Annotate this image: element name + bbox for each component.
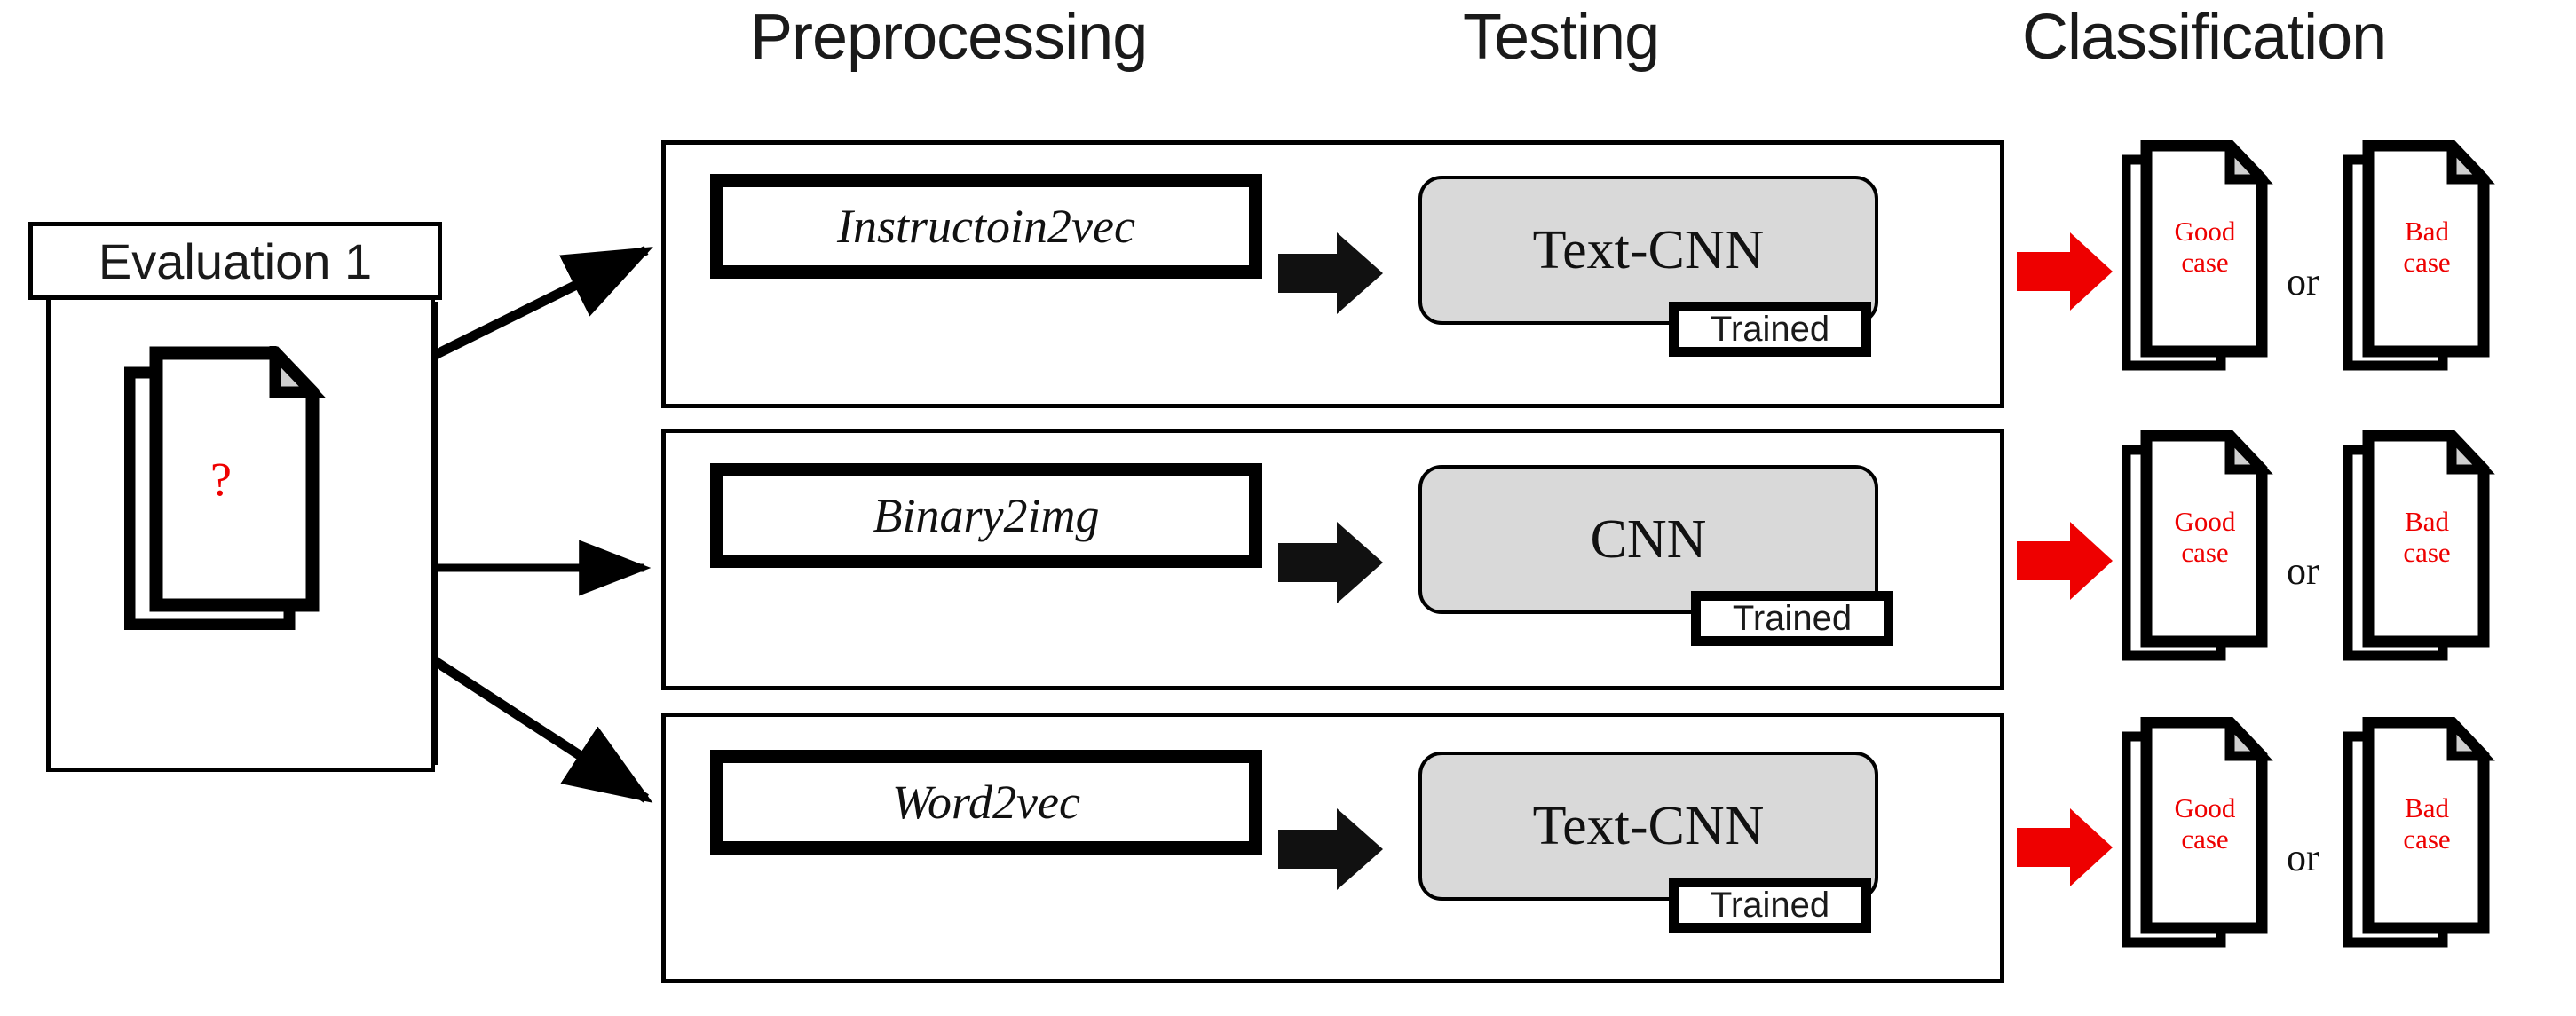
- column-header-preprocessing: Preprocessing: [750, 2, 1148, 73]
- classification-arrow-1: [2017, 232, 2113, 311]
- outcome-separator-1: or: [2287, 260, 2319, 303]
- document-icon: [2343, 430, 2495, 661]
- outcome-bad-document-2: Bad case: [2343, 430, 2496, 663]
- preprocessing-box-2[interactable]: Binary2img: [710, 463, 1262, 568]
- model-box-3[interactable]: Text-CNN: [1418, 752, 1878, 901]
- preprocessing-label-2: Binary2img: [873, 489, 1100, 542]
- document-icon: [2122, 140, 2273, 371]
- document-icon: [2343, 140, 2495, 371]
- document-icon: [2122, 430, 2273, 661]
- trained-badge-3: Trained: [1669, 878, 1871, 933]
- evaluation-label-text: Evaluation 1: [98, 232, 373, 289]
- evaluation-label-box: Evaluation 1: [28, 222, 442, 300]
- model-label-1: Text-CNN: [1532, 219, 1765, 280]
- flow-arrow-3: [1278, 808, 1383, 890]
- document-icon: [2343, 717, 2495, 948]
- column-header-testing: Testing: [1463, 2, 1660, 73]
- model-box-2[interactable]: CNN: [1418, 465, 1878, 614]
- preprocessing-box-3[interactable]: Word2vec: [710, 750, 1262, 855]
- column-header-classification: Classification: [2022, 2, 2387, 73]
- preprocessing-label-1: Instructoin2vec: [837, 200, 1135, 253]
- trained-badge-1: Trained: [1669, 302, 1871, 357]
- outcome-good-document-1: Good case: [2122, 140, 2274, 373]
- trained-badge-label-1: Trained: [1710, 309, 1830, 349]
- outcome-separator-3: or: [2287, 836, 2319, 879]
- model-box-1[interactable]: Text-CNN: [1418, 176, 1878, 325]
- preprocessing-label-3: Word2vec: [892, 776, 1080, 829]
- classification-arrow-3: [2017, 808, 2113, 886]
- preprocessing-box-1[interactable]: Instructoin2vec: [710, 174, 1262, 279]
- trained-badge-label-3: Trained: [1710, 885, 1830, 925]
- outcome-bad-document-3: Bad case: [2343, 717, 2496, 949]
- outcome-good-document-3: Good case: [2122, 717, 2274, 949]
- flow-arrow-1: [1278, 232, 1383, 314]
- trained-badge-label-2: Trained: [1732, 598, 1853, 638]
- trained-badge-2: Trained: [1691, 591, 1893, 646]
- classification-arrow-2: [2017, 522, 2113, 600]
- outcome-bad-document-1: Bad case: [2343, 140, 2496, 373]
- document-stack-icon: [124, 346, 327, 630]
- outcome-good-document-2: Good case: [2122, 430, 2274, 663]
- outcome-separator-2: or: [2287, 549, 2319, 593]
- evaluation-document-stack: ?: [124, 346, 337, 630]
- model-label-3: Text-CNN: [1532, 795, 1765, 856]
- model-label-2: CNN: [1590, 508, 1707, 570]
- flow-arrow-2: [1278, 522, 1383, 603]
- document-icon: [2122, 717, 2273, 948]
